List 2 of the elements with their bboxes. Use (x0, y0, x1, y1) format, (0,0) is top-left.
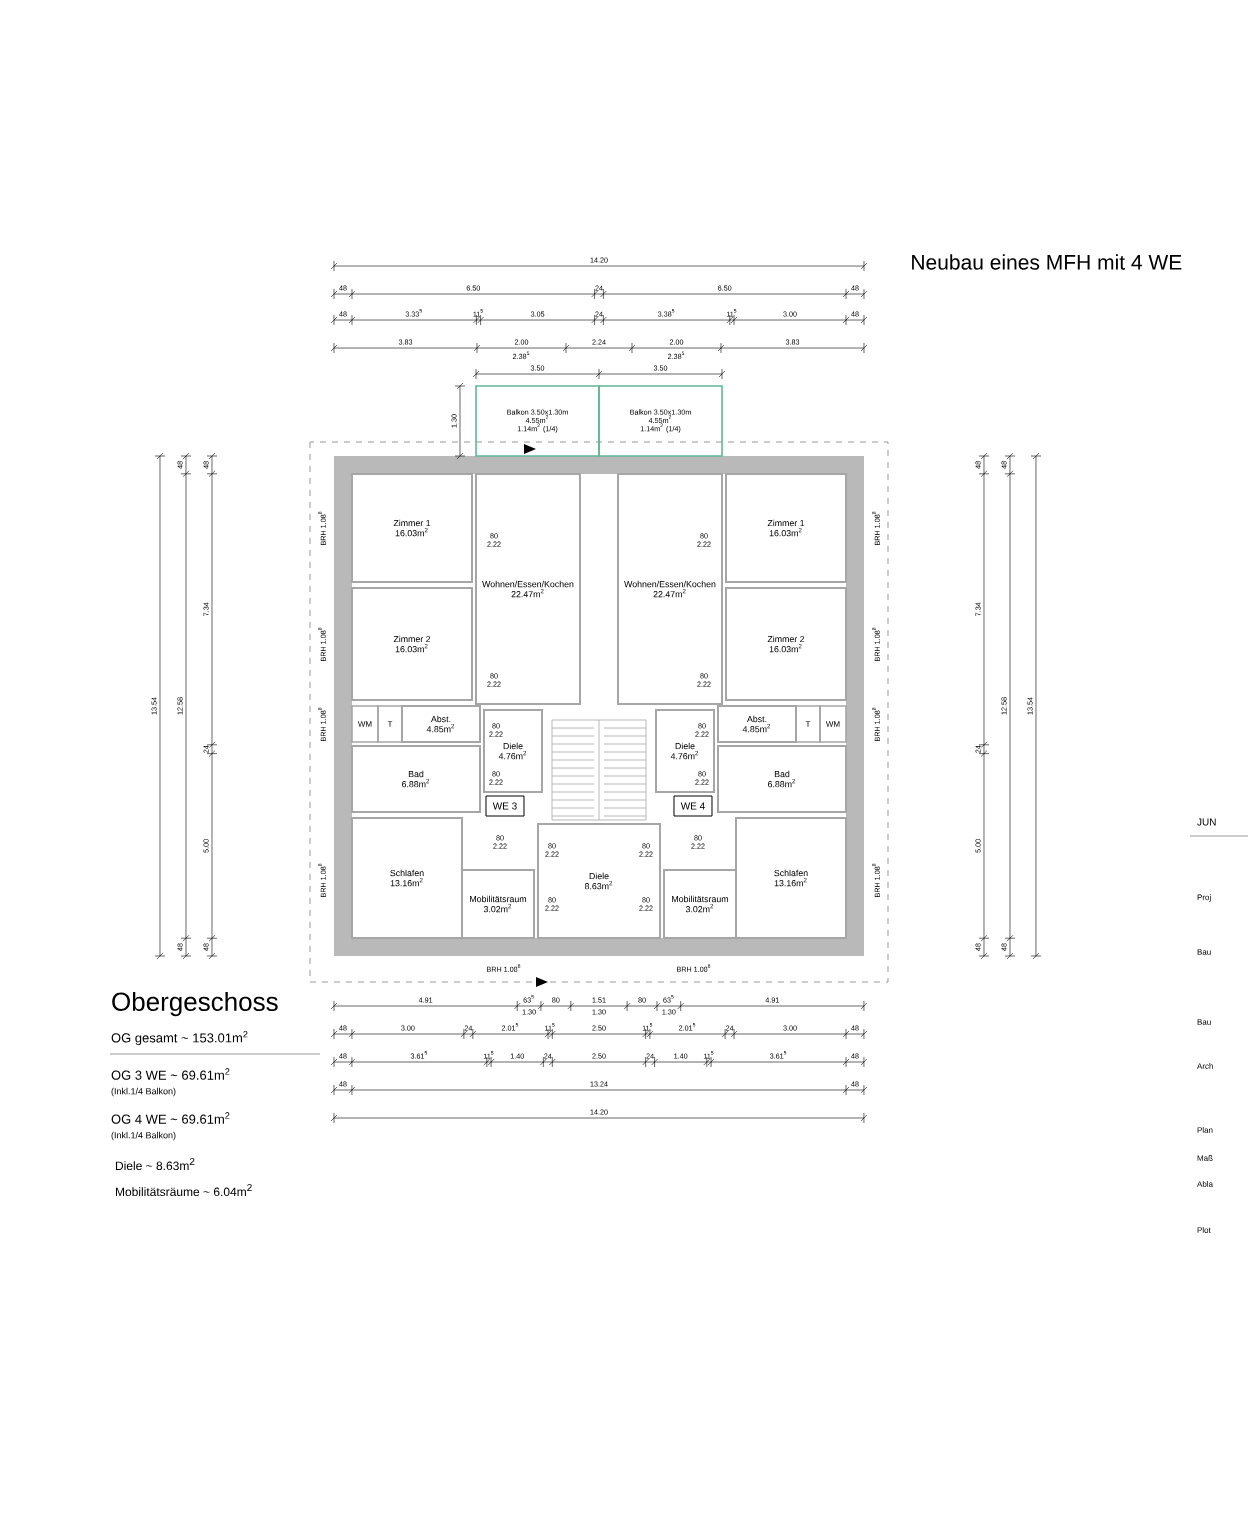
title: Neubau eines MFH mit 4 WE (912, 254, 1182, 270)
floor-heading: Obergeschoss (112, 991, 278, 1017)
